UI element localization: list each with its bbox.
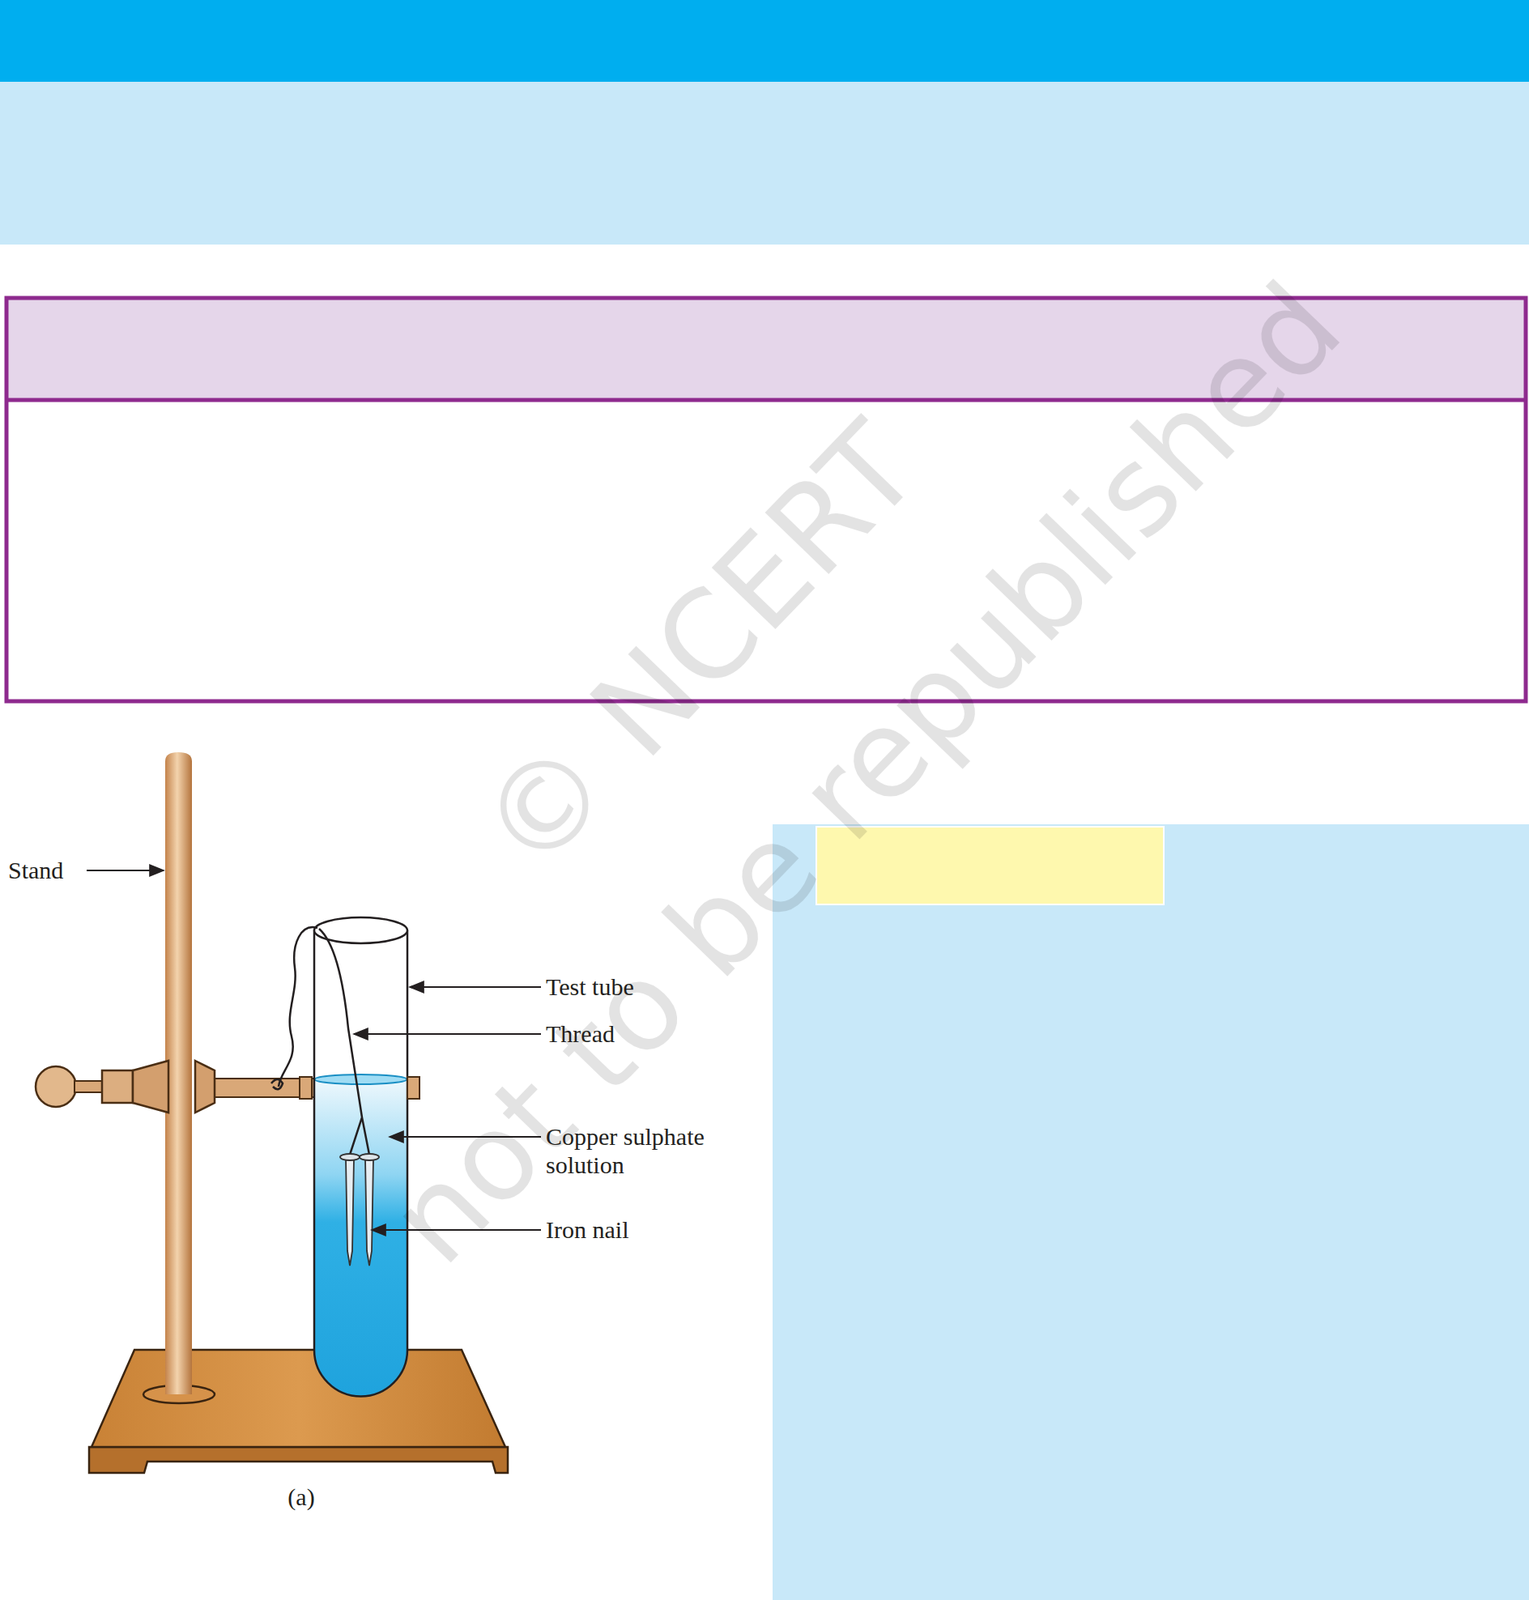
leader-arrow <box>86 869 164 872</box>
part-label: Stand <box>8 856 64 886</box>
stand-base <box>91 1350 506 1448</box>
iron-nail <box>345 1158 354 1266</box>
leader-arrow <box>409 986 541 989</box>
figure-label: (a) <box>287 1482 315 1512</box>
part-label: Thread <box>545 1019 615 1049</box>
clamp-collar <box>299 1077 312 1099</box>
part-label: Iron nail <box>545 1215 629 1245</box>
leader-arrow <box>353 1033 541 1035</box>
clamp-tab <box>407 1077 420 1099</box>
thread-knot <box>271 1079 283 1090</box>
nail-head <box>340 1154 360 1161</box>
stand-base-front <box>89 1447 508 1474</box>
clamp-screw <box>74 1081 104 1093</box>
copper-sulphate-liquid <box>314 1079 408 1397</box>
clamp-jaw <box>195 1060 215 1113</box>
top-bar <box>0 0 1529 82</box>
nail-head <box>359 1154 380 1161</box>
part-label: Copper sulphate solution <box>545 1122 749 1180</box>
iron-nail <box>365 1158 374 1266</box>
part-label: Test tube <box>545 972 635 1002</box>
clamp-block <box>102 1070 133 1104</box>
side-panel <box>772 824 1529 1600</box>
clamp-knob <box>35 1066 77 1108</box>
thread-inner <box>319 928 370 1155</box>
header-band <box>0 81 1529 245</box>
clamp-jaw <box>132 1060 169 1113</box>
tube-glass <box>314 930 408 1397</box>
thread-outer <box>278 927 318 1087</box>
liquid-surface <box>315 1074 408 1085</box>
tube-wall <box>314 930 408 1397</box>
